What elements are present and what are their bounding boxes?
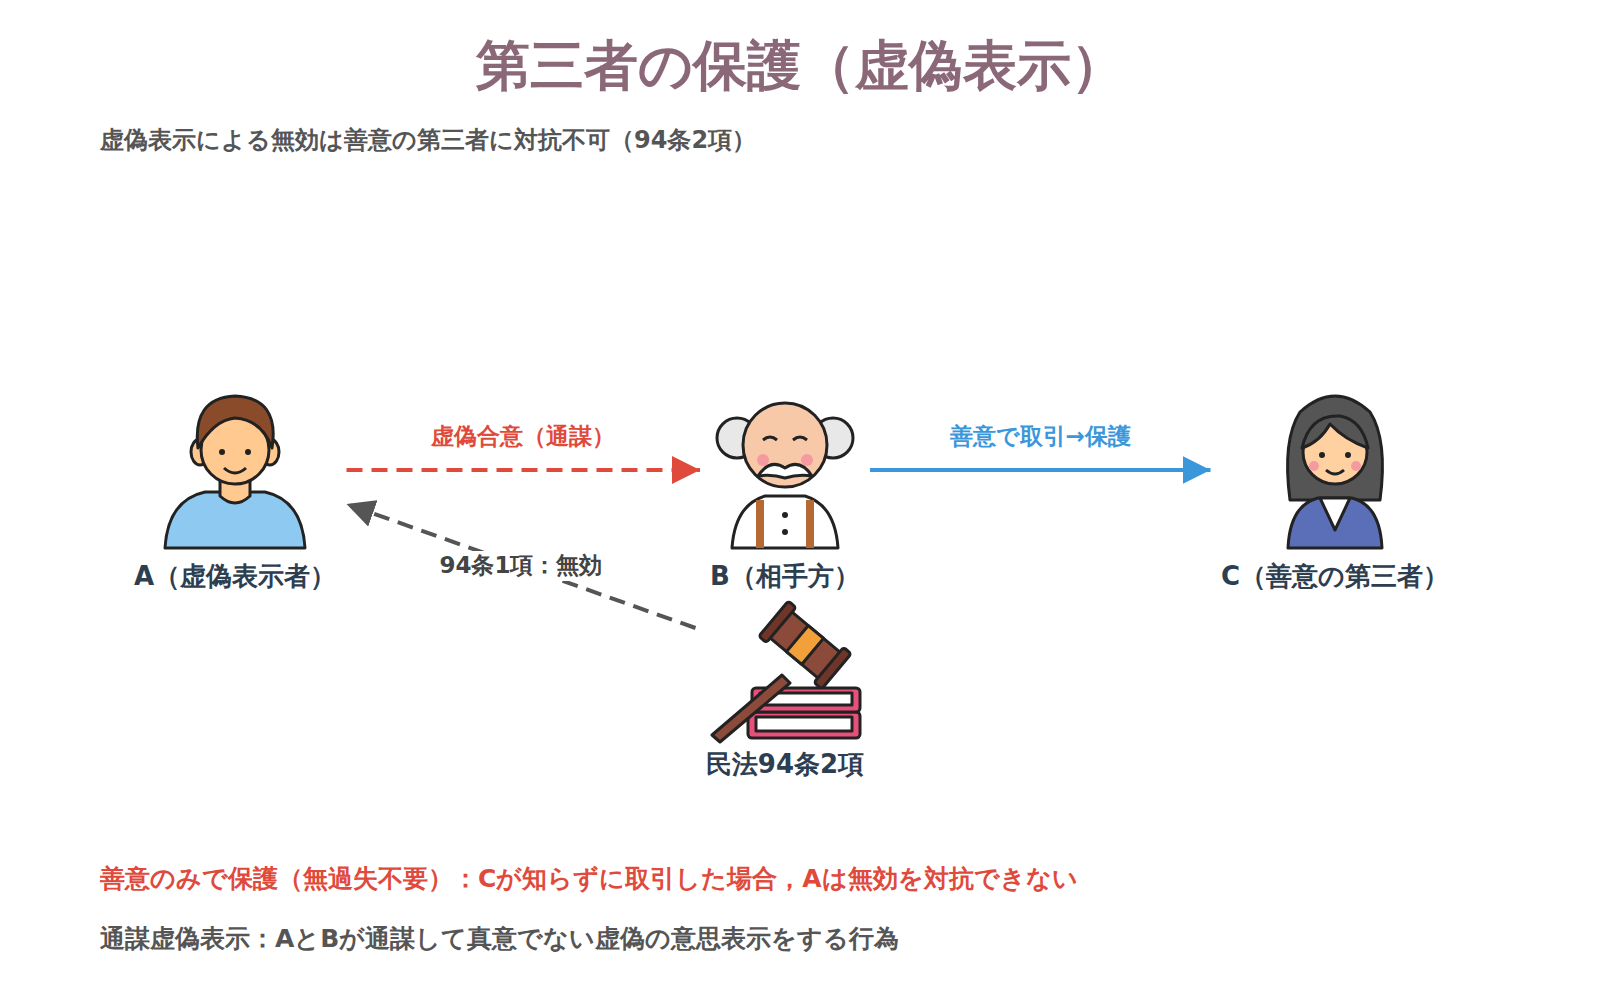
key-point-note: 善意のみで保護（無過失不要）：Cが知らずに取引した場合，Aは無効を対抗できない [100, 862, 1078, 895]
illustration-part [748, 712, 860, 738]
illustration-part [760, 500, 810, 548]
illustration-part [1288, 498, 1382, 548]
illustration-part [801, 454, 813, 466]
illustration-part [1319, 452, 1325, 458]
person-a-icon [165, 396, 305, 548]
illustration-part [1326, 470, 1344, 474]
illustration-part [759, 601, 851, 689]
illustration-part [245, 449, 251, 455]
law-node: 民法94条2項 [696, 596, 875, 782]
illustration-part [1320, 498, 1350, 530]
node-label: 民法94条2項 [704, 748, 867, 782]
illustration-part [759, 601, 796, 643]
illustration-part [782, 529, 788, 535]
node-label: B（相手方） [708, 560, 862, 594]
subtitle-note: 虚偽表示による無効は善意の第三者に対抗不可（94条2項） [100, 124, 756, 156]
node-label: A（虚偽表示者） [132, 560, 339, 594]
person-node: C（善意の第三者） [1211, 392, 1460, 594]
illustration-part [814, 647, 851, 689]
illustration-part [1309, 461, 1319, 471]
illustration-part [758, 464, 812, 478]
person-node: B（相手方） [700, 392, 870, 594]
illustration-part [757, 454, 769, 466]
illustration-part [712, 675, 790, 742]
illustration-part [224, 468, 246, 473]
connector-label: 善意で取引→保護 [944, 422, 1137, 452]
illustration-part [1351, 461, 1361, 471]
connector-label: 94条1項：無効 [433, 551, 608, 581]
person-b-icon [717, 403, 853, 548]
page-title: 第三者の保護（虚偽表示） [0, 30, 1600, 103]
illustration-part [732, 496, 838, 548]
illustration-part [197, 396, 273, 448]
illustration-part [1345, 452, 1351, 458]
illustration-part [763, 437, 807, 440]
definition-note: 通謀虚偽表示：AとBが通謀して真意でない虚偽の意思表示をする行為 [100, 922, 899, 955]
illustration-part [1302, 416, 1368, 448]
illustration-part [782, 512, 788, 518]
connector-arrow [347, 504, 696, 628]
illustration-part [756, 717, 852, 731]
connector-arrow [347, 468, 701, 472]
person-node: A（虚偽表示者） [124, 392, 347, 594]
connector-arrow [870, 468, 1211, 472]
illustration-part [743, 403, 827, 487]
connector-label: 虚偽合意（通謀） [425, 422, 621, 452]
illustration-part [786, 626, 823, 665]
gavel-icon [712, 601, 860, 742]
person-c-icon [1288, 396, 1383, 548]
node-label: C（善意の第三者） [1219, 560, 1452, 594]
illustration-part [219, 449, 225, 455]
illustration-part [1288, 396, 1383, 500]
